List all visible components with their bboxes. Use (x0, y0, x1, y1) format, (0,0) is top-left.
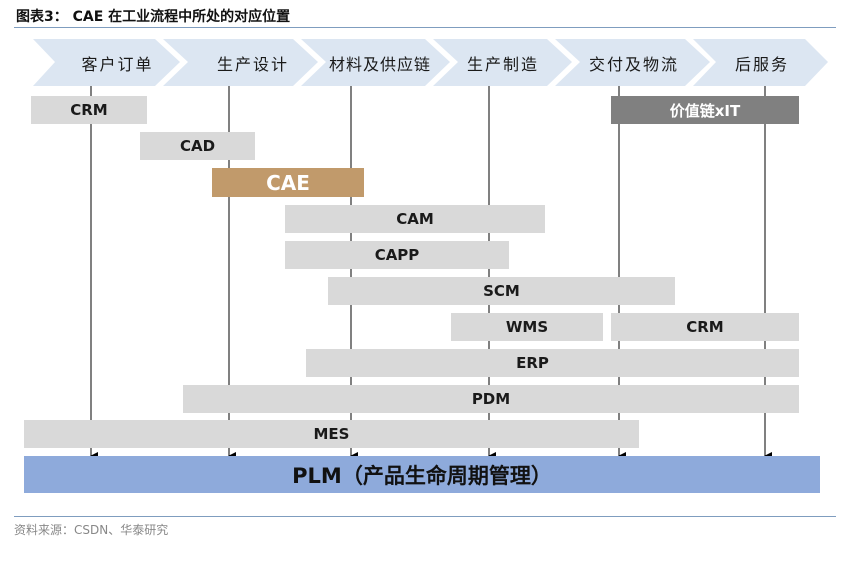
chevron-stage-3 (301, 39, 450, 86)
label-capp: CAPP (374, 246, 420, 264)
bar-cae (212, 168, 364, 197)
bar-plm (24, 456, 820, 493)
label-wms: WMS (505, 318, 549, 336)
figure-title: 图表3： CAE 在工业流程中所处的对应位置 (16, 9, 291, 25)
chevron-banner (33, 39, 828, 86)
source-rule (14, 516, 836, 517)
stage-label-4: 生产制造 (466, 54, 539, 74)
label-scm: SCM (483, 282, 520, 300)
bar-mes (24, 420, 639, 448)
label-crm-right: CRM (686, 318, 724, 336)
stage-label-3: 材料及供应链 (328, 54, 431, 74)
chevron-stage-1 (33, 39, 180, 86)
bar-crm-right (611, 313, 799, 341)
label-erp: ERP (516, 354, 549, 372)
system-bars (24, 96, 799, 448)
stage-label-5: 交付及物流 (588, 54, 679, 74)
title-underline (14, 27, 836, 28)
bar-cam (285, 205, 545, 233)
stage-label-2: 生产设计 (216, 54, 289, 74)
stage-label-1: 客户订单 (81, 54, 154, 74)
bar-scm (328, 277, 675, 305)
label-value-chain-it: 价值链xIT (669, 101, 741, 120)
chevron-stage-4 (433, 39, 572, 86)
bar-capp (285, 241, 509, 269)
bar-cad (140, 132, 255, 160)
label-pdm: PDM (471, 390, 511, 408)
label-cad: CAD (179, 137, 216, 155)
bar-value-chain-it (611, 96, 799, 124)
bar-erp (306, 349, 799, 377)
chevron-stage-5 (555, 39, 710, 86)
bar-crm-top (31, 96, 147, 124)
chevron-stage-6 (693, 39, 828, 86)
label-mes: MES (313, 425, 350, 443)
bar-pdm (183, 385, 799, 413)
stage-label-6: 后服务 (734, 54, 789, 74)
label-plm: PLM（产品生命周期管理） (292, 463, 552, 488)
label-cam: CAM (396, 210, 434, 228)
chevron-stage-2 (163, 39, 318, 86)
label-cae: CAE (266, 170, 310, 195)
label-crm-top: CRM (70, 101, 108, 119)
source-note: 资料来源：CSDN、华泰研究 (14, 523, 169, 537)
bar-wms (451, 313, 603, 341)
